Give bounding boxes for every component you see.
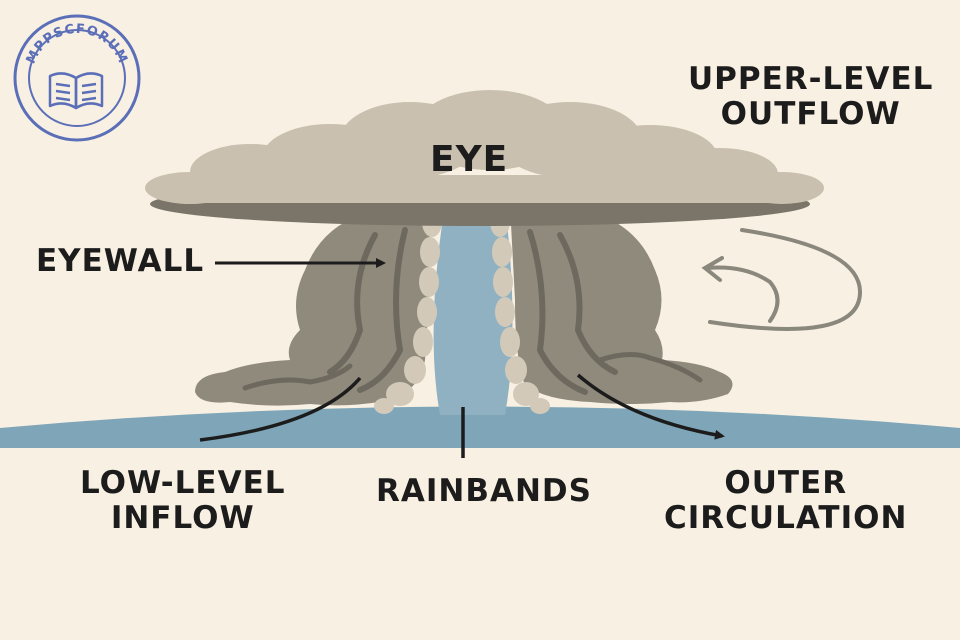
left-eyewall-edge xyxy=(374,207,442,414)
logo-inner-ring xyxy=(28,29,126,127)
rainbands-label: RAINBANDS xyxy=(376,473,592,509)
outer-circulation-label-line2: CIRCULATION xyxy=(664,499,908,536)
outer-circulation-label: OUTER CIRCULATION xyxy=(664,466,907,535)
outer-circulation-arrow xyxy=(576,373,725,440)
low-level-inflow-label: LOW-LEVEL INFLOW xyxy=(80,466,286,535)
low-level-inflow-label-line1: LOW-LEVEL xyxy=(80,465,286,501)
outflow-circular-arrow xyxy=(701,228,863,331)
upper-level-outflow-label: UPPER-LEVEL OUTFLOW xyxy=(688,62,933,131)
outer-circulation-label-line1: OUTER xyxy=(724,465,848,501)
low-level-inflow-label-line2: INFLOW xyxy=(110,499,255,536)
open-book-icon xyxy=(48,72,104,110)
logo: MPPSCFORUM xyxy=(13,14,141,142)
eyewall-label: EYEWALL xyxy=(36,243,205,279)
low-level-inflow-arrow xyxy=(199,376,362,442)
right-eyewall-cloud xyxy=(510,205,733,404)
cloud-top-anvil xyxy=(145,90,824,226)
upper-level-outflow-label-line2: OUTFLOW xyxy=(720,95,901,132)
eye-label: EYE xyxy=(430,139,509,180)
logo-outer-ring xyxy=(13,14,141,142)
left-eyewall-cloud xyxy=(195,205,430,406)
upper-level-outflow-label-line1: UPPER-LEVEL xyxy=(688,61,934,97)
